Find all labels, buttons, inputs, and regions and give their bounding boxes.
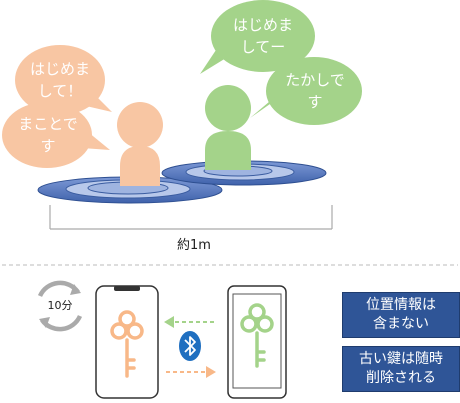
timer-label: 10分 (47, 299, 73, 312)
person-takashi (205, 85, 251, 170)
arrow-to-left (164, 316, 214, 328)
makoto-greeting-text: はじめま して！ (29, 60, 90, 100)
takashi-name-text: たかしで す (285, 71, 345, 111)
person-makoto (117, 102, 163, 186)
makoto-name-text: まことで す (18, 115, 78, 155)
info-box-no-location: 位置情報は 含まない (342, 292, 460, 338)
key-icon (110, 310, 144, 378)
key-icon (240, 303, 274, 368)
distance-label: 約1m (177, 238, 211, 253)
bubble-takashi-name (250, 57, 362, 125)
bluetooth-icon (179, 331, 201, 361)
bubble-makoto-name (2, 102, 110, 168)
distance-scale (49, 205, 333, 230)
refresh-icon (37, 280, 83, 332)
info-box-old-keys-deleted: 古い鍵は随時 削除される (342, 346, 460, 392)
bubble-takashi-greeting (200, 0, 315, 74)
bubble-makoto-greeting (15, 45, 112, 115)
takashi-greeting-text: はじめま してー (232, 16, 293, 56)
arrow-to-right (166, 366, 216, 378)
